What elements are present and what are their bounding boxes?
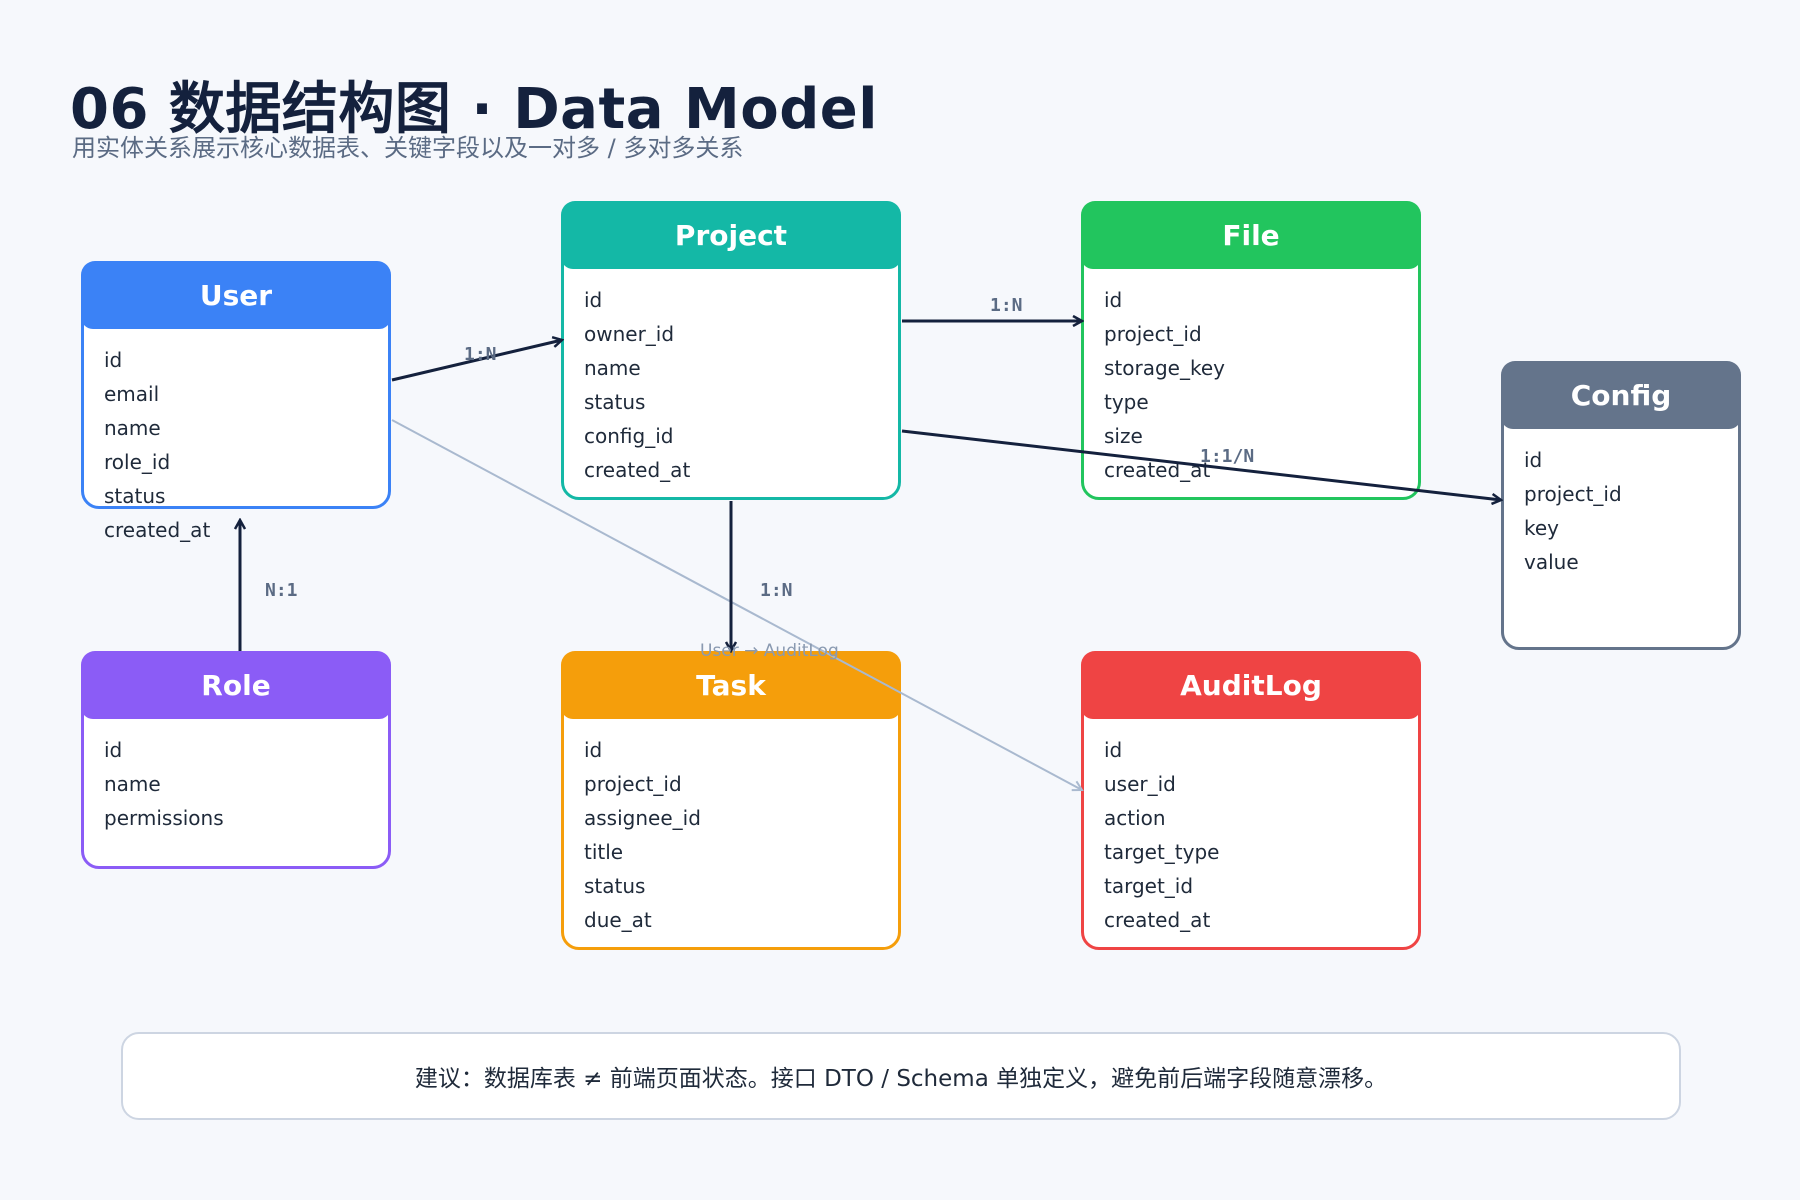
page-title: 06 数据结构图 · Data Model bbox=[70, 77, 878, 142]
field-item: project_id bbox=[1524, 482, 1622, 506]
field-item: target_type bbox=[1104, 840, 1220, 864]
entity-header: AuditLog bbox=[1081, 651, 1421, 719]
page-subtitle: 用实体关系展示核心数据表、关键字段以及一对多 / 多对多关系 bbox=[72, 134, 744, 162]
label-user-project: 1:N bbox=[464, 344, 497, 365]
field-item: id bbox=[1524, 448, 1543, 472]
entity-header: File bbox=[1081, 201, 1421, 269]
field-item: due_at bbox=[584, 908, 652, 932]
field-item: size bbox=[1104, 424, 1143, 448]
field-item: id bbox=[104, 348, 123, 372]
entity-header: Role bbox=[81, 651, 391, 719]
field-item: id bbox=[1104, 288, 1123, 312]
field-item: created_at bbox=[1104, 458, 1211, 482]
field-item: key bbox=[1524, 516, 1560, 540]
field-item: status bbox=[584, 390, 646, 414]
entity-header: Project bbox=[561, 201, 901, 269]
field-item: target_id bbox=[1104, 874, 1194, 898]
field-item: action bbox=[1104, 806, 1166, 830]
field-item: project_id bbox=[1104, 322, 1202, 346]
field-item: project_id bbox=[584, 772, 682, 796]
field-item: owner_id bbox=[584, 322, 675, 346]
entity-header: User bbox=[81, 261, 391, 329]
field-item: permissions bbox=[104, 806, 224, 830]
label-project-task: 1:N bbox=[760, 580, 793, 601]
field-item: storage_key bbox=[1104, 356, 1225, 380]
label-role-user: N:1 bbox=[265, 580, 298, 601]
edge-user-project bbox=[391, 340, 562, 382]
field-item: status bbox=[584, 874, 646, 898]
field-item: name bbox=[584, 356, 641, 380]
field-item: value bbox=[1524, 550, 1579, 574]
entity-role: Role id name permissions bbox=[81, 651, 391, 869]
entity-header: Config bbox=[1501, 361, 1741, 429]
field-list: id name permissions bbox=[84, 719, 388, 835]
field-item: email bbox=[104, 382, 160, 406]
field-item: user_id bbox=[1104, 772, 1176, 796]
field-item: name bbox=[104, 416, 161, 440]
field-item: id bbox=[584, 738, 603, 762]
field-item: assignee_id bbox=[584, 806, 701, 830]
field-item: id bbox=[104, 738, 123, 762]
field-item: status bbox=[104, 484, 166, 508]
field-item: config_id bbox=[584, 424, 674, 448]
field-item: name bbox=[104, 772, 161, 796]
field-item: id bbox=[1104, 738, 1123, 762]
field-item: role_id bbox=[104, 450, 171, 474]
field-item: created_at bbox=[584, 458, 691, 482]
field-item: id bbox=[584, 288, 603, 312]
entity-header: Task bbox=[561, 651, 901, 719]
field-item: created_at bbox=[1104, 908, 1211, 932]
design-note: 建议：数据库表 ≠ 前端页面状态。接口 DTO / Schema 单独定义，避免… bbox=[121, 1032, 1681, 1120]
field-item: created_at bbox=[104, 518, 211, 542]
label-project-file: 1:N bbox=[990, 295, 1023, 316]
field-item: type bbox=[1104, 390, 1149, 414]
field-item: title bbox=[584, 840, 624, 864]
